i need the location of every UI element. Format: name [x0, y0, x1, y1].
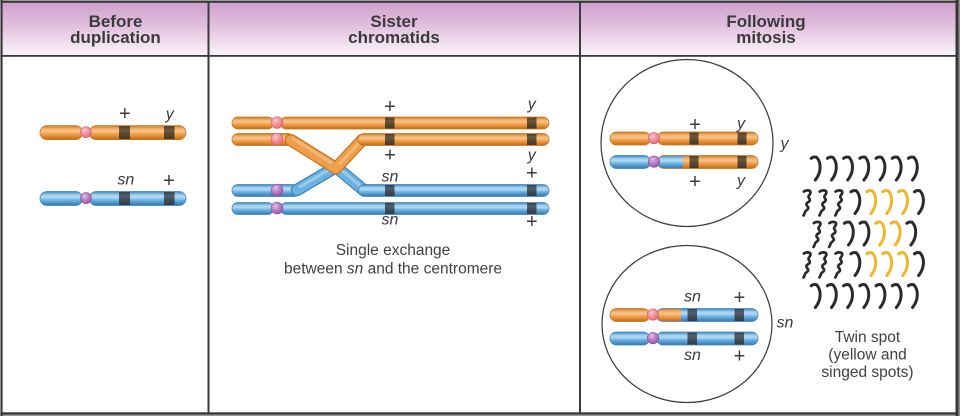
svg-text:y: y: [165, 106, 175, 123]
svg-text:Before: Before: [89, 12, 143, 31]
svg-text:y: y: [527, 147, 537, 164]
svg-text:Single exchange: Single exchange: [336, 242, 451, 259]
svg-text:Following: Following: [726, 12, 805, 31]
svg-text:+: +: [734, 346, 746, 368]
svg-text:+: +: [163, 170, 175, 192]
svg-text:Twin spot: Twin spot: [835, 329, 901, 346]
svg-text:+: +: [734, 287, 746, 309]
svg-text:+: +: [689, 114, 701, 136]
svg-text:y: y: [736, 173, 746, 190]
svg-text:+: +: [526, 163, 538, 185]
svg-text:y: y: [527, 96, 537, 113]
svg-text:y: y: [736, 116, 746, 133]
svg-text:+: +: [384, 145, 396, 167]
svg-text:y: y: [780, 136, 790, 153]
svg-text:+: +: [384, 96, 396, 118]
svg-text:+: +: [526, 211, 538, 233]
svg-text:sn: sn: [777, 315, 794, 332]
svg-text:between sn and the centromere: between sn and the centromere: [284, 261, 502, 278]
svg-text:singed spots): singed spots): [821, 364, 913, 381]
svg-text:sn: sn: [684, 347, 701, 364]
svg-text:sn: sn: [684, 289, 701, 306]
svg-text:(yellow and: (yellow and: [828, 347, 906, 364]
svg-text:sn: sn: [382, 169, 399, 186]
svg-text:+: +: [689, 171, 701, 193]
svg-text:sn: sn: [117, 172, 134, 189]
svg-text:duplication: duplication: [70, 28, 161, 47]
svg-text:Sister: Sister: [370, 12, 418, 31]
svg-text:+: +: [119, 103, 131, 125]
svg-text:chromatids: chromatids: [348, 28, 440, 47]
svg-text:mitosis: mitosis: [736, 28, 796, 47]
svg-text:sn: sn: [382, 212, 399, 229]
